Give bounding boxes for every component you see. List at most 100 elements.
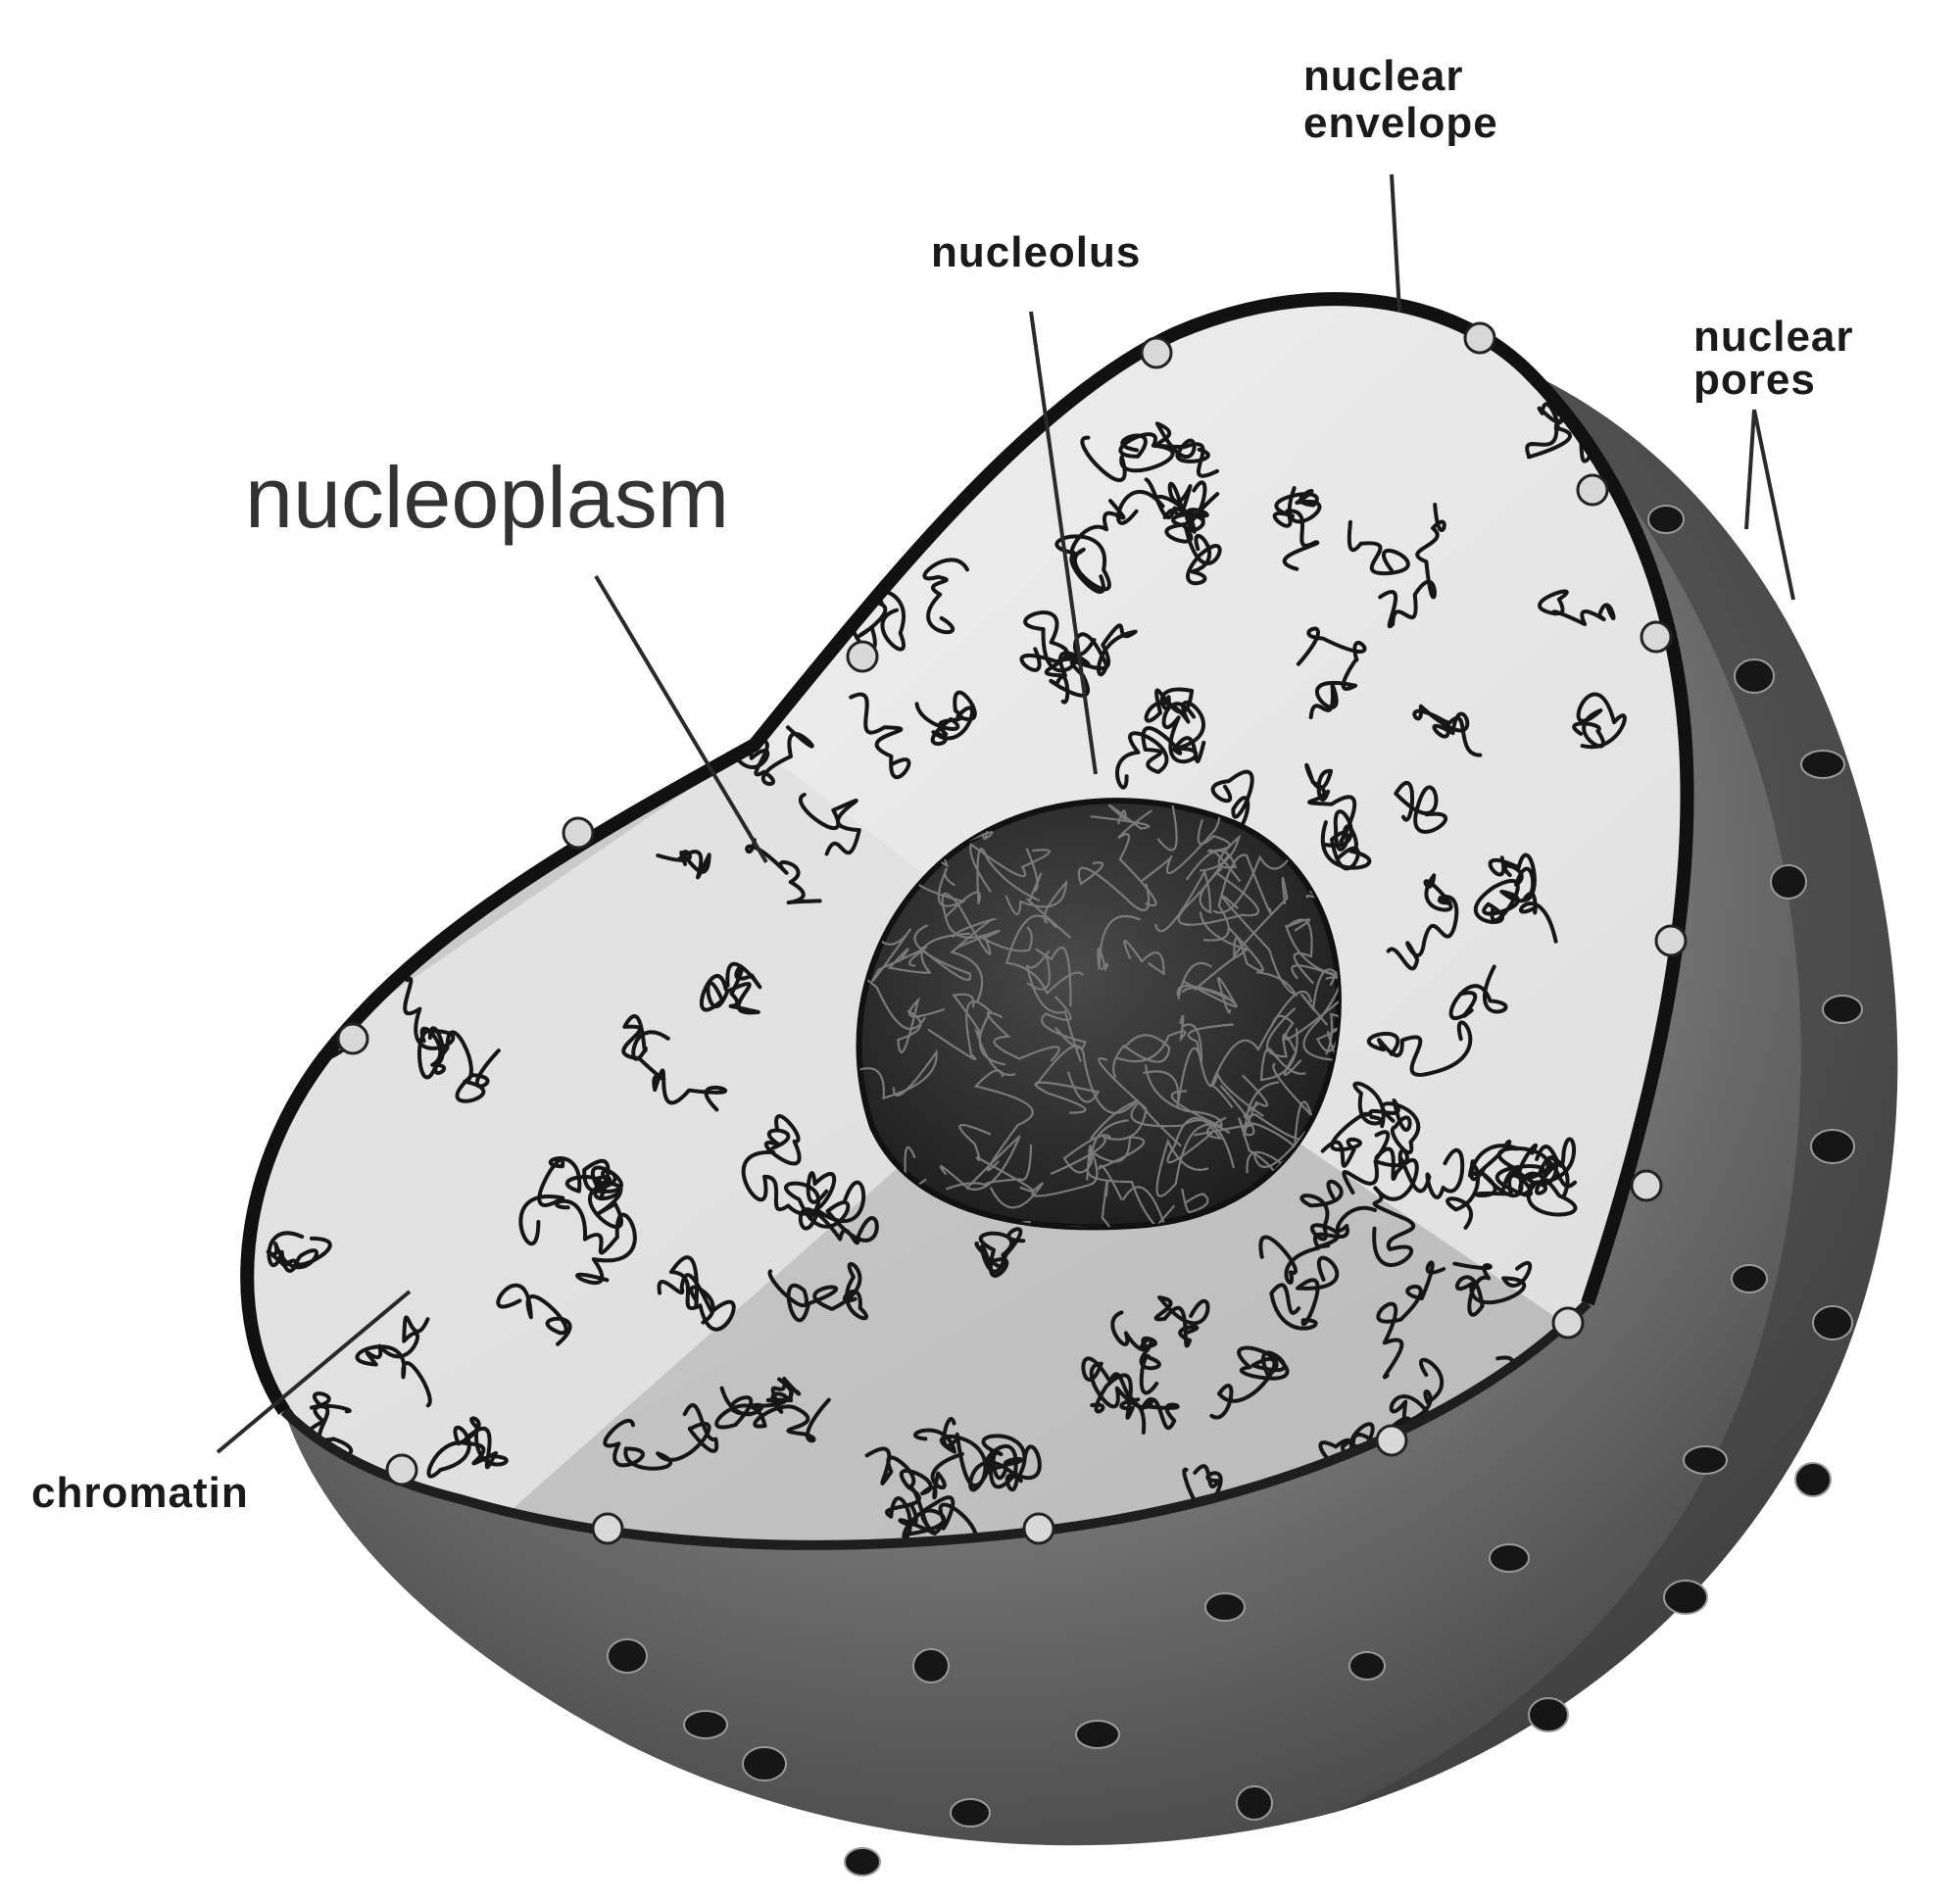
nucleolus-fiber bbox=[1119, 1186, 1181, 1228]
nucleolus-fiber bbox=[858, 1048, 938, 1100]
pore bbox=[1489, 1543, 1530, 1573]
chromatin-strand bbox=[273, 538, 350, 584]
rim-pore bbox=[1375, 1424, 1408, 1457]
chromatin-strand bbox=[1299, 1179, 1344, 1249]
chromatin-strand bbox=[266, 1231, 332, 1273]
nuclear-envelope-rim bbox=[240, 292, 1694, 1415]
pore bbox=[844, 1847, 881, 1877]
chromatin-strand bbox=[767, 1261, 868, 1323]
chromatin-strand bbox=[1342, 1147, 1465, 1199]
nucleolus-fiber bbox=[1086, 1119, 1168, 1228]
chromatin-strand bbox=[741, 1149, 837, 1216]
chromatin-strand bbox=[305, 828, 376, 896]
chromatin-strand bbox=[745, 838, 822, 905]
chromatin-strand bbox=[1164, 480, 1207, 544]
outer-shell bbox=[284, 372, 1898, 1846]
nucleolus-fiber bbox=[945, 848, 1041, 918]
nucleolus-fiber bbox=[950, 918, 999, 1002]
pore bbox=[1812, 1305, 1853, 1340]
nucleolus-fiber bbox=[1155, 1123, 1231, 1197]
nucleolus-fiber bbox=[1004, 879, 1068, 924]
pore bbox=[607, 1638, 648, 1674]
chromatin-strand bbox=[922, 558, 969, 635]
nucleolus-fiber bbox=[1090, 804, 1151, 830]
chromatin-strand bbox=[431, 728, 485, 784]
chromatin-strand bbox=[1183, 522, 1222, 586]
chromatin-strand bbox=[1154, 421, 1219, 478]
leader-nuclear-envelope bbox=[1390, 173, 1401, 313]
chromatin-strand bbox=[849, 692, 911, 780]
chromatin-strand bbox=[829, 518, 906, 555]
nucleolus-fiber bbox=[1034, 1045, 1139, 1140]
chromatin-strand bbox=[741, 592, 822, 669]
chromatin-strand bbox=[368, 675, 430, 721]
leader-nuclear-pores-2 bbox=[1752, 409, 1795, 601]
chromatin-strand bbox=[1116, 477, 1209, 534]
chromatin-strand bbox=[719, 1376, 802, 1417]
nucleolus-fiber bbox=[969, 842, 1052, 893]
chromatin-strand bbox=[645, 349, 748, 463]
chromatin-strand bbox=[1452, 1260, 1533, 1317]
chromatin-strand bbox=[275, 625, 336, 676]
nucleolus-fiber bbox=[1209, 990, 1313, 1109]
rim-pore-notches bbox=[336, 321, 1688, 1545]
chromatin-strand bbox=[885, 380, 963, 487]
chromatin-strand bbox=[1019, 610, 1091, 678]
chromatin-strand bbox=[304, 559, 385, 637]
chromatin-strand bbox=[763, 1114, 802, 1166]
rim-pore bbox=[562, 816, 595, 850]
label-nuclear-envelope: nuclear bbox=[1303, 52, 1464, 100]
chromatin-strand bbox=[1209, 1345, 1290, 1420]
chromatin-strand bbox=[1269, 1255, 1340, 1331]
chromatin-strand bbox=[1446, 1139, 1520, 1230]
label-nuclear-pores-2: pores bbox=[1693, 356, 1816, 404]
chromatin-strand bbox=[656, 850, 711, 880]
nucleolus-fiber bbox=[1041, 996, 1087, 1049]
chromatin-strand bbox=[1258, 1205, 1377, 1285]
nucleolus-fiber bbox=[941, 892, 998, 955]
nucleolus-fiber bbox=[1097, 914, 1142, 972]
nucleolus-fiber bbox=[1176, 961, 1238, 1008]
rim-pore bbox=[591, 1512, 624, 1545]
chromatin-strand bbox=[1389, 1357, 1445, 1435]
chromatin-strand bbox=[714, 1395, 831, 1443]
nucleolus-fiber bbox=[1004, 914, 1084, 996]
nucleolus-fiber bbox=[1026, 947, 1072, 1007]
chromatin-strand bbox=[657, 1255, 736, 1332]
chromatin-strand bbox=[496, 1283, 572, 1346]
chromatin-strand bbox=[1296, 626, 1367, 719]
chromatin-strand bbox=[1538, 589, 1616, 626]
chromatin-strand bbox=[603, 1403, 719, 1471]
chromatin-strand bbox=[1412, 704, 1483, 757]
chromatin-strand bbox=[1272, 486, 1322, 571]
chromatin-strand bbox=[621, 1014, 727, 1112]
nucleolus-fiber bbox=[1123, 940, 1165, 976]
chromatin-strand bbox=[1144, 687, 1205, 764]
leader-nucleolus bbox=[1029, 311, 1098, 775]
chromatin-strand bbox=[1153, 1295, 1210, 1348]
nucleolus-fiber bbox=[1194, 927, 1264, 992]
pore bbox=[1647, 505, 1685, 534]
label-nucleolus: nucleolus bbox=[931, 228, 1141, 276]
chromatin-strand bbox=[1081, 1356, 1180, 1431]
nucleolus-fiber bbox=[1287, 918, 1315, 985]
chromatin-strand bbox=[272, 661, 353, 761]
chromatin-strand bbox=[1378, 503, 1446, 629]
nucleolus-fiber bbox=[1062, 1134, 1111, 1181]
leader-chromatin bbox=[216, 1290, 412, 1454]
chromatin-strand bbox=[481, 836, 515, 884]
rim-pore bbox=[846, 640, 879, 673]
rim-pore bbox=[1654, 924, 1688, 957]
chromatin-strand bbox=[942, 1417, 1042, 1489]
nucleolus-fiber bbox=[1143, 1023, 1203, 1107]
chromatin-strand bbox=[768, 496, 838, 555]
nucleolus-fiber bbox=[1077, 861, 1151, 911]
rim-pore bbox=[1576, 473, 1609, 507]
chromatin-strand bbox=[281, 891, 333, 964]
nucleolus-fiber bbox=[1181, 1188, 1209, 1214]
rim-pore bbox=[1640, 620, 1673, 654]
rim-pore bbox=[1551, 1306, 1585, 1340]
chromatin-strand bbox=[1049, 623, 1138, 705]
nucleolus-fiber bbox=[1025, 950, 1082, 1062]
